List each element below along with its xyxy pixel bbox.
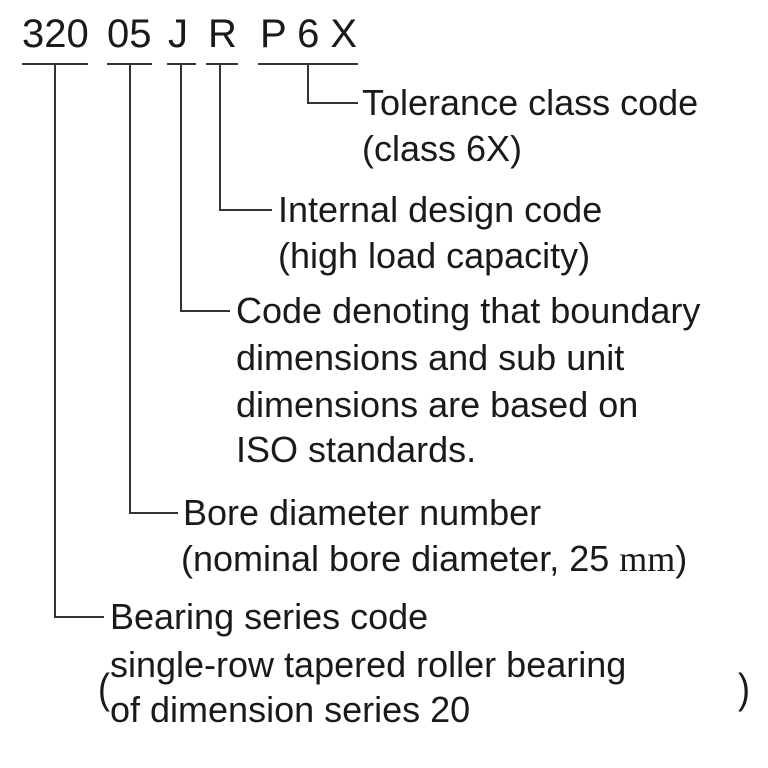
series-desc-line3: of dimension series 20: [110, 689, 471, 730]
code-bore: 05: [107, 12, 152, 56]
left-paren: (: [98, 664, 110, 712]
leader-series: [54, 64, 104, 618]
design-desc-line1: Internal design code: [278, 189, 603, 230]
series-desc-line2: single-row tapered roller bearing: [110, 644, 627, 685]
code-series: 320: [22, 12, 89, 56]
tolerance-desc-line2: (class 6X): [362, 128, 523, 169]
leader-design: [219, 64, 272, 211]
code-tolerance: P 6 X: [260, 12, 358, 56]
bore-desc-prefix: (nominal bore diameter, 25: [181, 538, 620, 579]
code-iso: J: [168, 12, 188, 56]
right-paren: ): [738, 664, 750, 712]
bore-desc-suffix: ): [675, 538, 688, 579]
tolerance-desc-line1: Tolerance class code: [362, 82, 699, 123]
iso-desc-line2: dimensions and sub unit: [236, 337, 625, 378]
leader-bore: [129, 64, 178, 514]
bore-desc-line1: Bore diameter number: [183, 492, 542, 533]
series-desc-line1: Bearing series code: [110, 596, 429, 637]
bore-desc-line2: (nominal bore diameter, 25 mm): [181, 537, 687, 581]
leader-iso: [180, 64, 230, 312]
code-design: R: [208, 12, 237, 56]
iso-desc-line4: ISO standards.: [236, 429, 477, 470]
design-desc-line2: (high load capacity): [278, 235, 591, 276]
leader-tolerance: [307, 64, 358, 104]
iso-desc-line3: dimensions are based on: [236, 384, 639, 425]
bore-desc-unit: mm: [619, 539, 676, 579]
iso-desc-line1: Code denoting that boundary: [236, 290, 701, 331]
